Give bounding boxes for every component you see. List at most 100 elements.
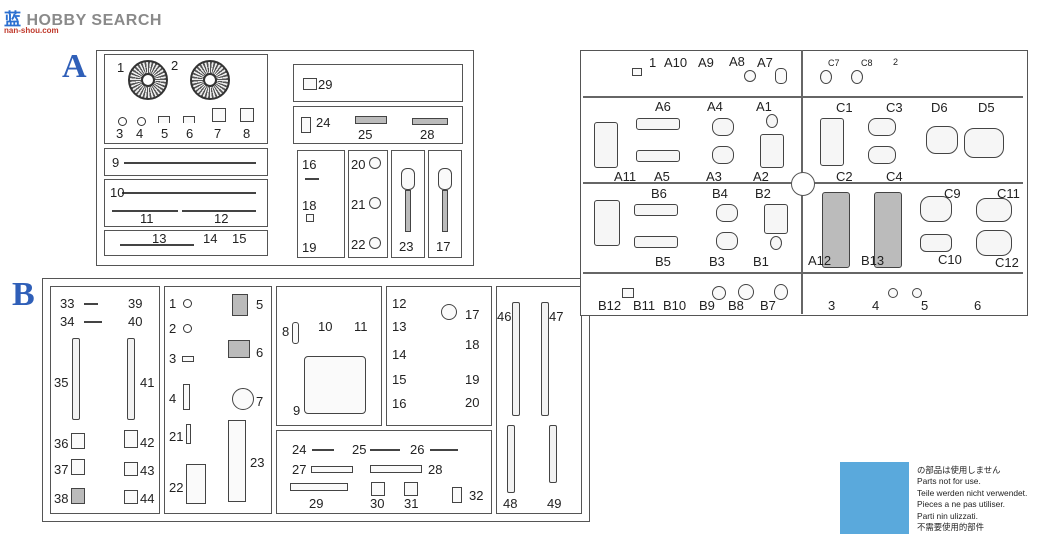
- part-b5: [232, 294, 248, 316]
- label-fig-b8: B8: [728, 298, 744, 313]
- fig-part-a8: [744, 70, 756, 82]
- label-fig-c10: C10: [938, 252, 962, 267]
- fig-part-b12: [622, 288, 634, 298]
- label-b15: 15: [392, 372, 407, 387]
- bracket-5: [158, 116, 170, 123]
- label-fig-c3: C3: [886, 100, 903, 115]
- fig-part-1: [632, 68, 642, 76]
- label-fig-b6: B6: [651, 186, 667, 201]
- label-fig-d5: D5: [978, 100, 995, 115]
- legend-line-ja: の部品は使用しません: [917, 465, 1001, 475]
- label-b9: 9: [293, 403, 301, 418]
- label-a13: 13: [152, 231, 167, 246]
- part-b33: [84, 303, 98, 305]
- part-b17: [441, 304, 457, 320]
- part-b32: [452, 487, 462, 503]
- part-b3: [182, 356, 194, 362]
- fig-arm-c10: [920, 234, 952, 252]
- part-28: [355, 116, 387, 124]
- part-b23: [228, 420, 246, 502]
- figure-sprue-divider-1: [583, 96, 1023, 98]
- label-b28: 28: [428, 462, 443, 477]
- part-29: [412, 118, 448, 125]
- label-b43: 43: [140, 463, 155, 478]
- label-a20: 20: [351, 157, 366, 172]
- part-b9: [304, 356, 366, 414]
- sprue-a-16-box: [297, 150, 345, 258]
- part-b24: [312, 449, 334, 451]
- label-fig-6: 6: [974, 298, 982, 313]
- part-b42: [124, 430, 138, 448]
- sprue-a-rods-box: [104, 179, 268, 227]
- label-b5: 5: [256, 297, 264, 312]
- label-b30: 30: [370, 496, 385, 511]
- label-fig-4: 4: [872, 298, 880, 313]
- label-fig-c1: C1: [836, 100, 853, 115]
- label-b11: 11: [354, 319, 368, 334]
- label-fig-b3: B3: [709, 254, 725, 269]
- label-b22: 22: [169, 480, 184, 495]
- part-b26: [430, 449, 458, 451]
- fig-leg-b6: [634, 204, 678, 216]
- legend-line-de: Teile werden nicht verwendet.: [917, 487, 1028, 498]
- label-fig-b13: B13: [861, 253, 885, 268]
- part-b30: [371, 482, 385, 496]
- part-b2: [183, 324, 192, 333]
- fig-arm-c3: [868, 118, 896, 136]
- label-b37: 37: [54, 462, 69, 477]
- label-b47: 47: [549, 309, 564, 324]
- section-letter-b: B: [12, 276, 35, 313]
- sprue-a-24-box: [293, 106, 463, 144]
- sprue-a-25-box: [293, 64, 463, 102]
- label-a22: 22: [351, 237, 366, 252]
- part-b49: [549, 425, 557, 483]
- label-fig-a3: A3: [706, 169, 722, 184]
- small-part-4: [137, 117, 146, 126]
- label-a8: 8: [243, 126, 251, 141]
- label-fig-a2: A2: [753, 169, 769, 184]
- fig-torso-b2: [764, 204, 788, 234]
- fig-part-b9: [712, 286, 726, 300]
- fig-arm-c9: [920, 196, 952, 222]
- label-b6: 6: [256, 345, 264, 360]
- fig-part-a7: [775, 68, 787, 84]
- part-b29: [290, 483, 348, 491]
- label-a9: 9: [112, 155, 120, 170]
- label-fig-b1: B1: [753, 254, 769, 269]
- part-23-head: [401, 168, 415, 190]
- label-b2: 2: [169, 321, 177, 336]
- label-b27: 27: [292, 462, 307, 477]
- label-a16: 16: [302, 157, 317, 172]
- label-fig-c9: C9: [944, 186, 961, 201]
- sprue-b-col1-box: [50, 286, 160, 514]
- legend-line-en: Parts not for use.: [917, 476, 981, 487]
- fig-arm-b3: [716, 232, 738, 250]
- not-used-color-swatch: [840, 462, 909, 534]
- part-b1: [183, 299, 192, 308]
- legend-line-zh: 不需要使用的部件: [917, 522, 984, 533]
- label-a18: 18: [302, 198, 317, 213]
- label-fig-a11: A11: [614, 169, 637, 184]
- part-b34: [84, 321, 102, 323]
- label-b20: 20: [465, 395, 480, 410]
- label-fig-b11: B11: [633, 298, 656, 313]
- part-b21: [186, 424, 191, 444]
- fig-arm-d5: [964, 128, 1004, 158]
- part-17-head: [438, 168, 452, 190]
- label-a17: 17: [436, 239, 451, 254]
- label-a2: 2: [171, 58, 179, 73]
- part-b28: [370, 465, 422, 473]
- label-a28: 25: [358, 127, 373, 142]
- label-b14: 14: [392, 347, 407, 362]
- label-b19: 19: [465, 372, 480, 387]
- fig-leg-a6: [636, 118, 680, 130]
- label-a21: 21: [351, 197, 366, 212]
- part-b48: [507, 425, 515, 493]
- label-fig-a6: A6: [655, 99, 671, 114]
- label-a24: 24: [316, 115, 331, 130]
- fig-arm-c11: [976, 198, 1012, 222]
- small-part-3: [118, 117, 127, 126]
- fig-arm-b4: [716, 204, 738, 222]
- label-b4: 4: [169, 391, 177, 406]
- fig-leg-a5: [636, 150, 680, 162]
